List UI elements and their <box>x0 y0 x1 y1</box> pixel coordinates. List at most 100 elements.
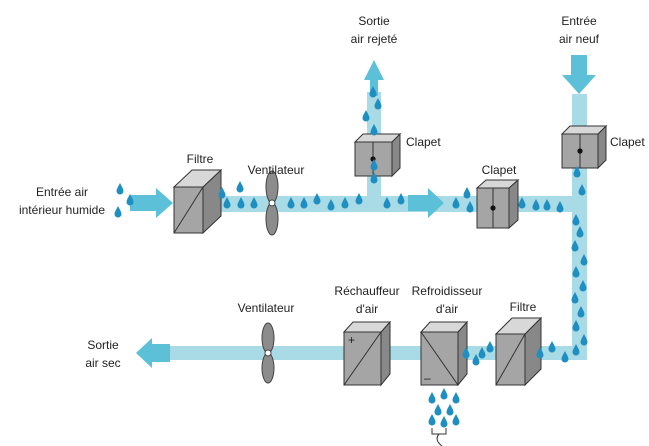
heater-plus-sign: + <box>348 333 355 347</box>
label-exhaust-1: Sortie <box>358 14 390 28</box>
water-drop-icon <box>397 193 405 205</box>
water-drop-icon <box>572 266 580 278</box>
water-drop-icon <box>287 197 295 209</box>
water-drop-icon <box>571 240 579 252</box>
water-drop-icon <box>572 214 580 226</box>
label-damper-exhaust: Clapet <box>406 135 441 149</box>
water-drop-icon <box>250 197 258 209</box>
water-drop-icon <box>580 334 588 346</box>
water-drop-icon <box>452 197 460 209</box>
water-drop-icon <box>434 404 442 416</box>
duct-top-horizontal <box>210 196 586 212</box>
arrow-humid-inlet <box>130 188 173 218</box>
water-drop-icon <box>370 159 378 171</box>
damper-box-icon <box>475 178 520 230</box>
flow-arrows <box>130 55 596 368</box>
water-drop-icon <box>518 197 526 209</box>
water-drops <box>114 86 588 428</box>
water-drop-icon <box>578 184 586 196</box>
water-drop-icon <box>532 199 540 211</box>
water-drop-icon <box>428 392 436 404</box>
water-drop-icon <box>362 110 370 122</box>
label-fresh-inlet-1: Entrée <box>561 14 597 28</box>
duct-cooler-heater <box>385 346 431 360</box>
label-damper-mid: Clapet <box>482 163 517 177</box>
label-exhaust-2: air rejeté <box>351 32 398 46</box>
water-drop-icon <box>580 254 588 266</box>
water-drop-icon <box>577 306 585 318</box>
water-drop-icon <box>114 206 122 218</box>
label-dry-outlet-1: Sortie <box>87 338 119 352</box>
water-drop-icon <box>374 98 382 110</box>
label-heater-2: d'air <box>356 302 378 316</box>
water-drop-icon <box>452 414 460 426</box>
damper-box-icon <box>353 132 402 178</box>
cooler-box <box>419 320 469 387</box>
label-cooler-2: d'air <box>436 302 458 316</box>
label-damper-fresh: Clapet <box>610 135 645 149</box>
water-drop-icon <box>126 194 134 206</box>
water-drop-icon <box>369 86 377 98</box>
arrow-fresh-down <box>562 55 596 94</box>
heater-box-icon <box>342 320 392 387</box>
water-drop-icon <box>571 292 579 304</box>
arrow-dry-outlet <box>136 338 170 368</box>
water-drop-icon <box>543 199 551 211</box>
water-drop-icon <box>576 226 584 238</box>
label-humid-inlet-1: Entrée air <box>36 185 88 199</box>
arrow-exhaust-up <box>364 60 384 96</box>
label-filter-1: Filtre <box>187 152 214 166</box>
water-drop-icon <box>463 187 471 199</box>
water-drop-icon <box>573 166 581 178</box>
label-humid-inlet-2: intérieur humide <box>19 203 105 217</box>
water-drop-icon <box>462 347 470 359</box>
damper-exhaust-box <box>353 132 402 178</box>
water-drop-icon <box>579 280 587 292</box>
fan-1 <box>265 170 279 236</box>
water-drop-icon <box>466 201 474 213</box>
cooler-box-icon <box>419 320 469 387</box>
fan-icon <box>261 322 275 384</box>
water-drop-icon <box>383 197 391 209</box>
water-drop-icon <box>370 124 378 136</box>
water-drop-icon <box>478 347 486 359</box>
label-dry-outlet-2: air sec <box>85 356 120 370</box>
damper-mid-box <box>475 178 520 230</box>
water-drop-icon <box>486 341 494 353</box>
water-drop-icon <box>327 199 335 211</box>
filter-2-box <box>494 316 543 387</box>
water-drop-icon <box>561 351 569 363</box>
water-drop-icon <box>440 388 448 400</box>
water-drop-icon <box>452 392 460 404</box>
water-drop-icon <box>236 181 244 193</box>
duct-bottom-right <box>530 346 587 360</box>
filter-box-icon <box>494 316 543 387</box>
label-cooler-1: Refroidisseur <box>412 284 483 298</box>
water-drop-icon <box>223 197 231 209</box>
damper-box-icon <box>560 124 608 170</box>
water-drop-icon <box>548 341 556 353</box>
filter-box-icon <box>172 168 223 235</box>
filter-1-box <box>172 168 223 235</box>
water-drop-icon <box>556 201 564 213</box>
fan-icon <box>265 170 279 236</box>
water-drop-icon <box>572 344 580 356</box>
water-drop-icon <box>237 197 245 209</box>
arrow-mid-to-damper <box>408 188 444 218</box>
fan-2 <box>261 322 275 384</box>
label-filter-2: Filtre <box>510 300 537 314</box>
water-drop-icon <box>341 197 349 209</box>
label-heater-1: Réchauffeur <box>334 284 399 298</box>
water-drop-icon <box>536 347 544 359</box>
drain-pipe <box>431 428 447 446</box>
water-drop-icon <box>446 404 454 416</box>
water-drop-icon <box>355 193 363 205</box>
cooler-minus-sign: – <box>424 371 431 385</box>
water-drop-icon <box>218 187 226 199</box>
water-drop-icon <box>572 320 580 332</box>
water-drop-icon <box>313 193 321 205</box>
duct-bottom-outlet <box>168 346 350 360</box>
water-drop-icon <box>370 172 378 184</box>
damper-fresh-box <box>560 124 608 170</box>
